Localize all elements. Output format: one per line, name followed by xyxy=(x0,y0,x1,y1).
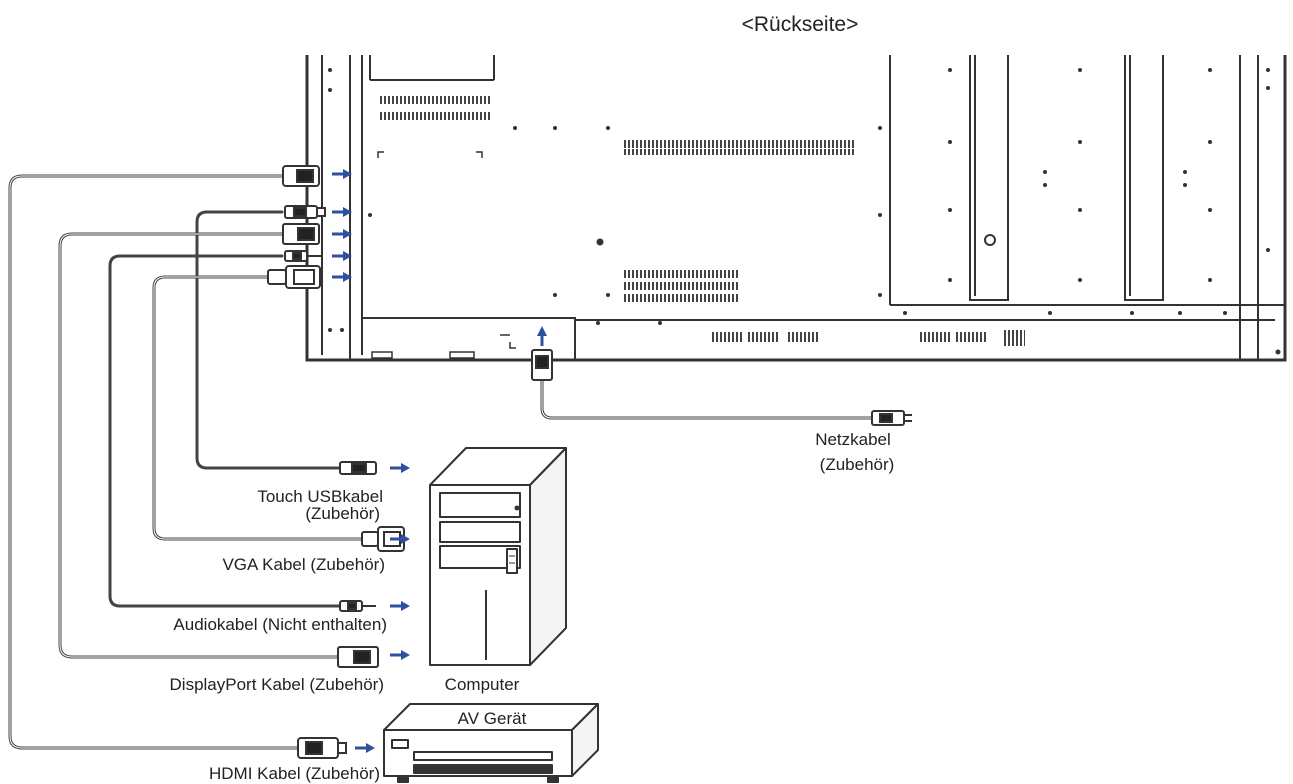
rear-side-label: <Rückseite> xyxy=(742,13,859,36)
monitor-connectors xyxy=(267,165,553,381)
computer-icon xyxy=(429,447,567,666)
device-arrows xyxy=(355,463,410,753)
device-connectors xyxy=(297,410,912,759)
monitor-arrows xyxy=(332,169,547,346)
touch-usb-label-line1: Touch USBkabel xyxy=(257,487,383,506)
vga-plug-end-icon xyxy=(361,531,379,547)
vga-plug-icon xyxy=(267,269,287,285)
computer-label: Computer xyxy=(445,675,520,694)
av-device-icon xyxy=(383,703,599,783)
vga-cable-label: VGA Kabel (Zubehör) xyxy=(222,555,385,574)
power-cable-label-line1: Netzkabel xyxy=(815,430,891,449)
power-cable-label-line2: (Zubehör) xyxy=(820,455,895,474)
touch-usb-label-line2: (Zubehör) xyxy=(305,504,380,523)
hdmi-cable-label: HDMI Kabel (Zubehör) xyxy=(209,764,380,783)
av-device-label: AV Gerät xyxy=(458,709,527,728)
monitor-rear xyxy=(305,55,1287,362)
monitor-vents xyxy=(380,96,1025,346)
audio-cable-label: Audiokabel (Nicht enthalten) xyxy=(173,615,387,634)
monitor-screws xyxy=(328,68,1281,355)
displayport-cable-label: DisplayPort Kabel (Zubehör) xyxy=(170,675,384,694)
cable-inner-lines xyxy=(9,175,873,749)
